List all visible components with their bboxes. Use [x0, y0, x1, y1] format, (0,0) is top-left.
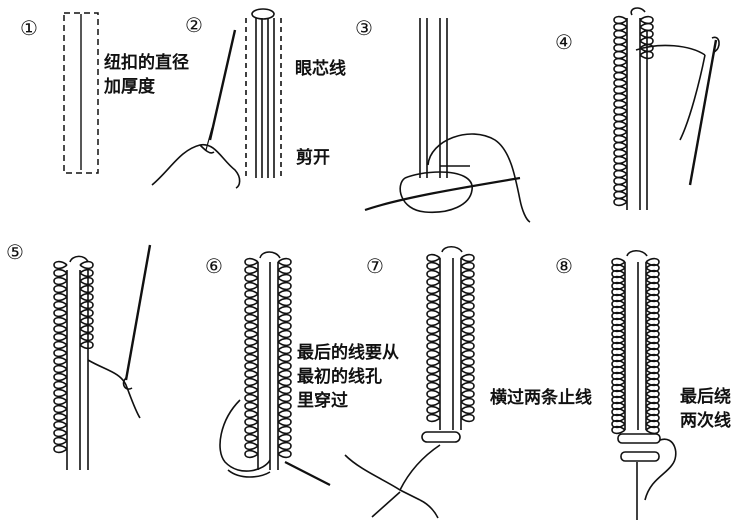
step1-label-line2: 加厚度 — [104, 76, 155, 98]
step-4-number: ④ — [555, 32, 573, 52]
step2-cut-label: 剪开 — [296, 147, 330, 169]
step-6-number: ⑥ — [205, 256, 223, 276]
step7-stitches-left — [427, 255, 440, 422]
step6-label-line1: 最后的线要从 — [297, 342, 399, 364]
step3-figure — [365, 18, 530, 222]
step1-figure — [64, 13, 98, 173]
step5-stitches-right — [80, 262, 93, 349]
step2-core-thread-label: 眼芯线 — [295, 58, 346, 80]
step2-figure — [152, 9, 281, 188]
step-5-number: ⑤ — [6, 242, 24, 262]
step4-stitches-top — [640, 17, 653, 59]
step6-stitches-right — [278, 259, 291, 458]
step-2-number: ② — [185, 15, 203, 35]
step8-label-line2: 两次线 — [680, 410, 731, 432]
step4-figure — [627, 8, 719, 210]
step7-label: 横过两条止线 — [490, 387, 592, 409]
step5-stitches-left — [54, 262, 67, 453]
step-3-number: ③ — [355, 18, 373, 38]
step8-stitches-right — [646, 259, 659, 434]
step1-label-line1: 纽扣的直径 — [104, 52, 189, 74]
step6-stitches-left — [245, 259, 258, 458]
step8-label-line1: 最后绕 — [680, 386, 731, 408]
step-8-number: ⑧ — [555, 256, 573, 276]
step8-stitches-left — [612, 259, 625, 434]
step-1-number: ① — [20, 18, 38, 38]
step4-stitches — [614, 17, 627, 206]
step6-label-line2: 最初的线孔 — [297, 366, 382, 388]
step6-label-line3: 里穿过 — [297, 390, 348, 412]
step-7-number: ⑦ — [366, 256, 384, 276]
step7-stitches-right — [461, 255, 474, 422]
step5-figure — [67, 245, 150, 470]
